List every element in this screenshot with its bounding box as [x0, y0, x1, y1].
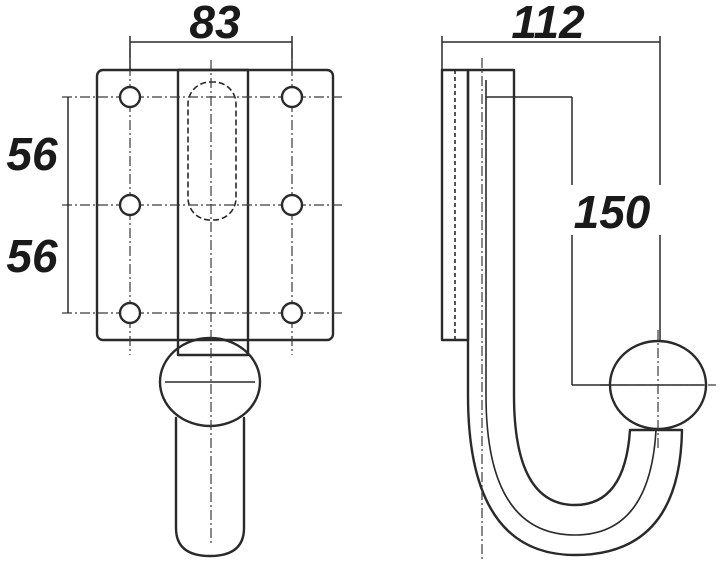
label-background	[560, 185, 664, 235]
dimension-label-150: 150	[574, 186, 651, 238]
hook-arm-side	[466, 68, 684, 557]
bolt-hole	[280, 85, 304, 109]
dimension-label-56-upper: 56	[6, 128, 58, 180]
side-view: 112 150	[440, 0, 716, 560]
hook-inner-contour	[485, 80, 657, 536]
dimension-label-83: 83	[189, 0, 241, 48]
shank-slot	[187, 81, 237, 221]
bolt-hole	[118, 301, 142, 325]
bolt-hole	[118, 85, 142, 109]
dimension-label-112: 112	[511, 0, 585, 48]
hook-shank-front	[176, 68, 250, 357]
dimension-label-56-lower: 56	[6, 230, 58, 282]
ball-neck-front	[174, 416, 246, 558]
bolt-hole	[280, 193, 304, 217]
tow-ball-front	[158, 336, 262, 428]
bolt-hole	[280, 301, 304, 325]
front-view: 83 56 56	[6, 0, 342, 558]
bolt-hole	[118, 193, 142, 217]
